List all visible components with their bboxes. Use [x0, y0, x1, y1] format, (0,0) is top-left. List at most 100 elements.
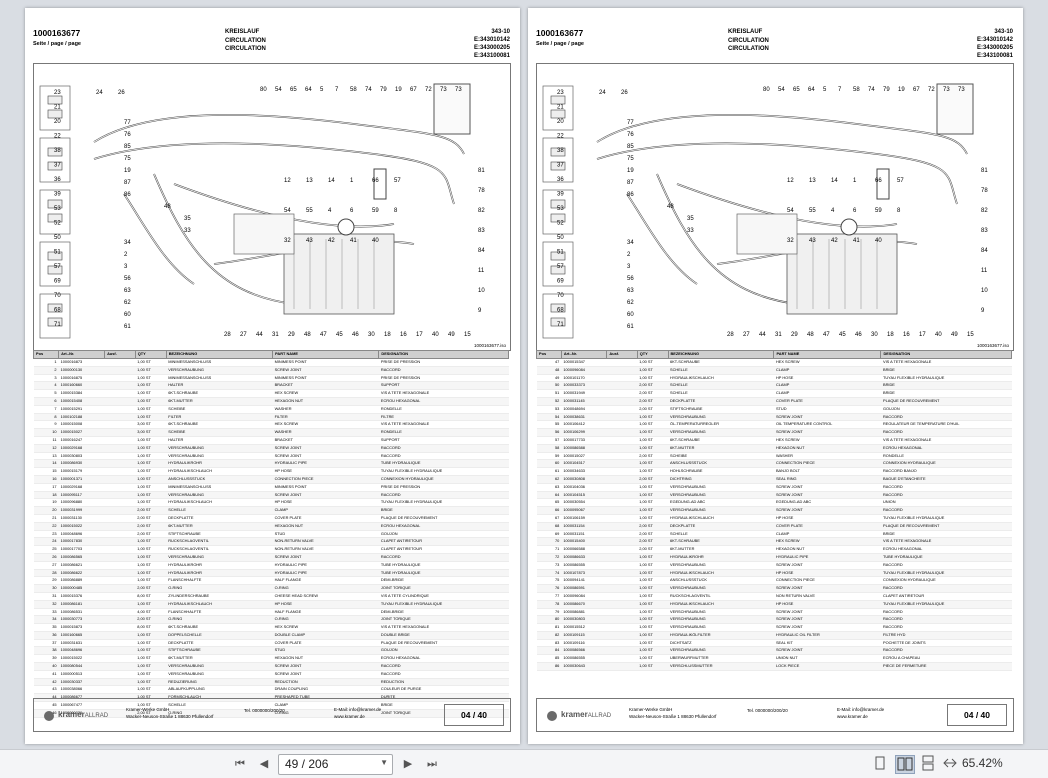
callout-label: 39 [54, 192, 61, 198]
callout-label: 50 [557, 235, 564, 241]
table-cell: GOUJON [378, 530, 509, 539]
hose-line-inner [93, 142, 455, 205]
callout-label: 82 [981, 208, 988, 214]
callout-label: 67 [913, 87, 920, 93]
table-cell: HP HOSE [773, 600, 881, 609]
zoom-level[interactable]: 65.42% [962, 756, 1003, 770]
table-cell [606, 569, 638, 578]
table-cell: 1,00 ST [637, 420, 668, 430]
prev-page-icon[interactable]: ◀ [259, 758, 269, 770]
table-cell: FILTER [166, 413, 273, 422]
callout-label: 48 [667, 204, 674, 210]
table-cell: DECKPLATTE [668, 397, 774, 406]
table-cell: 1,00 ST [637, 646, 668, 656]
table-cell: HP HOSE [272, 600, 379, 609]
table-cell [606, 592, 638, 601]
table-cell [104, 701, 136, 710]
chevron-down-icon[interactable]: ▼ [380, 758, 388, 767]
last-page-icon[interactable]: ⏭ [427, 758, 437, 770]
table-cell: 42 [33, 678, 59, 687]
next-page-icon[interactable]: ▶ [403, 758, 413, 770]
table-cell: 1,00 ST [637, 428, 668, 437]
two-page-icon[interactable] [895, 755, 915, 774]
table-cell: O-RING [272, 615, 379, 625]
callout-label: 28 [727, 332, 734, 338]
fit-icon[interactable] [941, 755, 959, 772]
callout-label: 13 [306, 178, 313, 184]
company-contact: E-Mail: info@kramer.de www.kramer.de [334, 707, 381, 720]
table-cell [104, 709, 136, 718]
hose-line-inner [656, 173, 798, 305]
table-cell: DECKPLATTE [166, 514, 273, 523]
detail-box [39, 85, 71, 131]
callout-label: 34 [627, 240, 634, 246]
callout-label: 6 [853, 208, 857, 214]
callout-label: 85 [124, 144, 131, 150]
table-cell: HYDRAULIKROHR [166, 459, 273, 469]
callout-label: 8 [394, 208, 398, 214]
page-number-input[interactable]: 49 / 206 ▼ [278, 754, 393, 775]
table-cell: MINIMESSANSCHLUSS [166, 483, 273, 492]
first-page-icon[interactable]: ⏮ [235, 758, 245, 770]
table-cell: 1000015873 [58, 623, 105, 632]
table-cell: 25 [33, 545, 59, 554]
table-cell: 33 [33, 608, 59, 617]
callout-label: 75 [124, 156, 131, 162]
table-cell: 1,00 ST [135, 631, 167, 640]
callout-label: 46 [352, 332, 359, 338]
table-cell: RACCORD [880, 561, 1012, 570]
single-page-icon[interactable] [871, 755, 889, 772]
table-cell: SCHELLE [166, 506, 273, 515]
table-cell: 1,00 ST [637, 576, 668, 586]
table-cell: SCHELLE [166, 701, 273, 710]
table-cell: 6KT-SCHRAUBE [668, 537, 774, 547]
table-cell: HYDRAULIC OIL FILTER [773, 631, 881, 640]
company-name: Kramer-Werke GmbH [126, 707, 170, 712]
table-cell: 1,00 ST [135, 405, 167, 414]
callout-label: 38 [557, 148, 564, 154]
table-cell: VERSCHRAUBUNG [166, 670, 273, 679]
table-cell: 1,00 ST [135, 459, 167, 469]
table-cell: 1,00 ST [135, 561, 167, 570]
callout-label: 16 [400, 332, 407, 338]
table-cell: SCREW JOINT [773, 561, 881, 570]
callout-label: 28 [224, 332, 231, 338]
table-cell: 1000086181 [58, 600, 105, 609]
company-web: www.kramer.de [334, 713, 365, 719]
table-cell [606, 483, 638, 492]
diagram-id: 1000163677.iso [976, 343, 1009, 348]
company-logo: kramerALLRAD [561, 710, 611, 719]
table-cell: 48 [536, 366, 562, 375]
callout-label: 63 [124, 288, 131, 294]
scroll-icon[interactable] [919, 755, 937, 772]
callout-label: 67 [410, 87, 417, 93]
table-cell: 71 [536, 545, 562, 554]
callout-label: 73 [440, 87, 447, 93]
table-cell: RACCORD [378, 670, 509, 679]
table-cell: 1000031130 [58, 514, 105, 523]
table-cell: 26 [33, 553, 59, 562]
callout-label: 3 [627, 264, 631, 270]
table-cell: 1,00 ST [135, 670, 167, 679]
logo-suffix: ALLRAD [84, 713, 109, 719]
callout-label: 19 [124, 168, 131, 174]
callout-label: 4 [328, 208, 332, 214]
column-header: Art.-Nr. [560, 350, 608, 359]
table-cell: 1,00 ST [637, 374, 668, 383]
callout-label: 29 [288, 332, 295, 338]
table-cell: 6KT-SCHRAUBE [166, 389, 273, 398]
table-cell: 1000048696 [58, 530, 105, 539]
table-cell [104, 397, 136, 406]
callout-label: 38 [54, 148, 61, 154]
table-cell [104, 381, 136, 391]
table-cell: 1000015376 [58, 592, 105, 601]
callout-label: 54 [275, 87, 282, 93]
table-cell: HYDRAULIKÖLFILTER [668, 631, 774, 640]
